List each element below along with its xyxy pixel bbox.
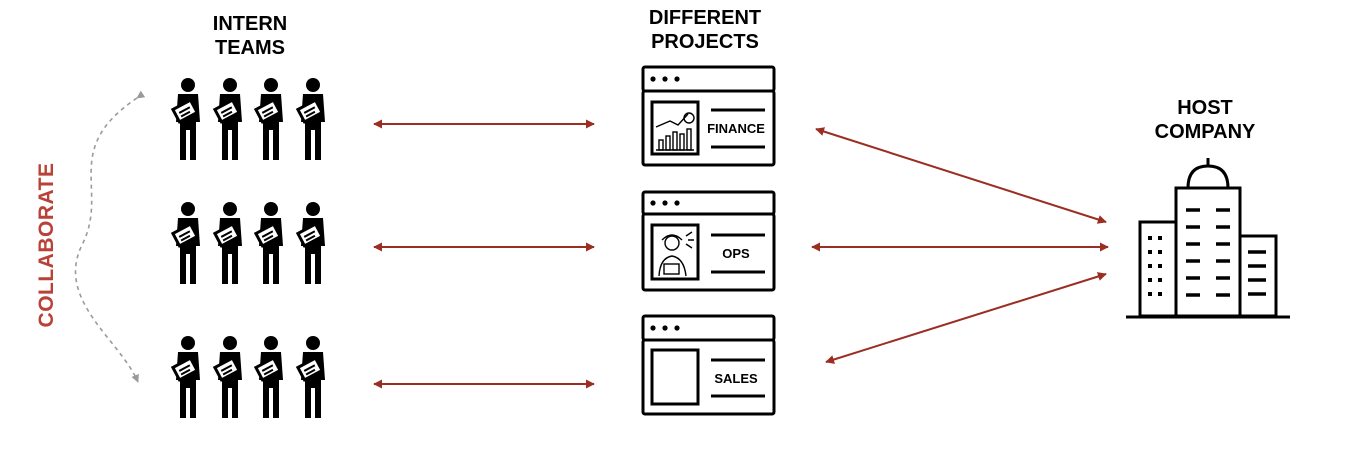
intern-team-row-1 [171, 76, 327, 162]
building-windows [1186, 208, 1266, 297]
person-icon [254, 76, 285, 162]
operator-icon [658, 231, 694, 277]
intern-team-row-3 [171, 334, 327, 420]
project-label-ops: OPS [722, 246, 750, 261]
person-icon [296, 334, 327, 420]
person-icon [213, 76, 244, 162]
finance-chart-icon [655, 112, 695, 151]
project-window-sales: SALES [641, 314, 776, 416]
person-icon [254, 334, 285, 420]
project-window-ops: OPS [641, 190, 776, 292]
intern-teams-heading-line2: TEAMS [215, 37, 285, 59]
building-dots [1148, 236, 1162, 296]
person-icon [296, 76, 327, 162]
collaborate-dashed-curve [74, 90, 146, 383]
project-window-finance: FINANCE [641, 65, 776, 167]
host-company-heading-line1: HOST [1177, 97, 1233, 119]
person-icon [171, 334, 202, 420]
different-projects-heading: DIFFERENT PROJECTS [620, 6, 790, 54]
person-icon [171, 200, 202, 286]
host-company-heading: HOST COMPANY [1130, 96, 1280, 144]
person-icon [254, 200, 285, 286]
intern-team-row-2 [171, 200, 327, 286]
blank-document-icon [650, 348, 700, 406]
building-icon [1126, 158, 1290, 319]
host-company-heading-line2: COMPANY [1154, 121, 1256, 143]
person-icon [171, 76, 202, 162]
intern-teams-heading-line1: INTERN [212, 13, 288, 35]
different-projects-heading-line2: PROJECTS [651, 31, 759, 53]
intern-teams-heading: INTERN TEAMS [180, 12, 320, 60]
arrow-finance-host [815, 127, 1107, 224]
person-icon [213, 200, 244, 286]
arrow-sales-host [825, 272, 1107, 364]
project-label-finance: FINANCE [707, 121, 765, 136]
person-icon [296, 200, 327, 286]
project-label-sales: SALES [714, 371, 758, 386]
person-icon [213, 334, 244, 420]
different-projects-heading-line1: DIFFERENT [648, 7, 762, 29]
